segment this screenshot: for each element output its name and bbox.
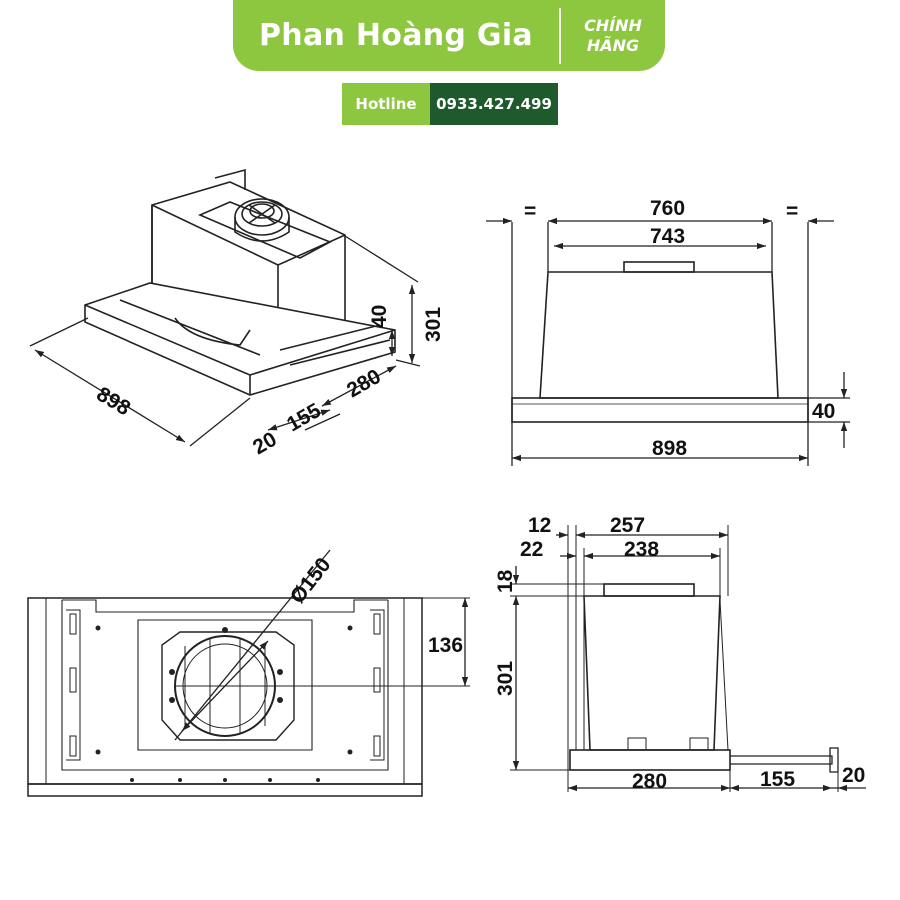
iso-width-label: 898	[92, 383, 134, 421]
genuine-badge-line2: HÃNG	[586, 35, 640, 55]
hotline-bar[interactable]: Hotline 0933.427.499	[342, 83, 558, 125]
side-offset-b-label: 22	[520, 538, 543, 561]
side-base-depth-label: 280	[632, 770, 667, 793]
banner-divider	[559, 7, 561, 64]
front-motor-box	[539, 271, 779, 399]
side-depth-a-label: 257	[610, 514, 645, 537]
side-view	[569, 583, 839, 773]
isometric-view	[84, 168, 396, 396]
side-motor-box	[583, 595, 721, 751]
iso-height-total-label: 301	[422, 307, 445, 342]
hotline-label: Hotline	[342, 83, 430, 125]
iso-front-thickness-label: 20	[249, 428, 281, 460]
iso-depth-label: 280	[343, 365, 385, 402]
isometric-dimensions	[29, 235, 421, 447]
front-dimensions	[486, 217, 850, 466]
iso-height-front-label: 40	[368, 305, 391, 328]
front-inner-width-label: 743	[650, 225, 685, 248]
brand-name: Phan Hoàng Gia	[259, 18, 533, 53]
side-dimensions	[510, 525, 866, 792]
side-offset-a-label: 12	[528, 514, 551, 537]
plan-dimensions	[174, 549, 469, 741]
front-total-width-label: 898	[652, 437, 687, 460]
front-view	[511, 261, 809, 423]
plan-outline	[27, 597, 423, 785]
plan-inner-frame	[61, 600, 389, 771]
iso-extension-label: 155	[283, 399, 325, 437]
plan-duct-diameter-label: Ø150	[286, 553, 336, 608]
hotline-number[interactable]: 0933.427.499	[430, 83, 558, 125]
plan-fixing-holes	[95, 625, 353, 782]
side-depth-b-label: 238	[624, 538, 659, 561]
front-outer-width-label: 760	[650, 197, 685, 220]
front-collar	[623, 261, 695, 273]
genuine-badge-line1: CHÍNH	[584, 15, 642, 35]
side-collar-height-label: 18	[494, 569, 517, 593]
plan-duct-offset-label: 136	[428, 634, 463, 657]
front-equal-left: =	[524, 200, 536, 223]
front-panel-height-label: 40	[812, 400, 835, 423]
front-equal-right: =	[786, 200, 798, 223]
side-extension-label: 155	[760, 768, 795, 791]
genuine-badge: CHÍNH HÃNG	[561, 16, 665, 56]
plan-view	[27, 597, 470, 797]
side-body-height-label: 301	[494, 661, 517, 696]
front-panel	[511, 397, 809, 423]
side-extension-rail	[730, 755, 833, 765]
iso-handle	[174, 317, 251, 346]
brand-banner: Phan Hoàng Gia CHÍNH HÃNG	[233, 0, 665, 71]
side-collar	[603, 583, 695, 597]
side-base	[569, 749, 731, 771]
side-front-thickness-label: 20	[842, 764, 865, 787]
plan-motor-plate	[161, 631, 295, 741]
